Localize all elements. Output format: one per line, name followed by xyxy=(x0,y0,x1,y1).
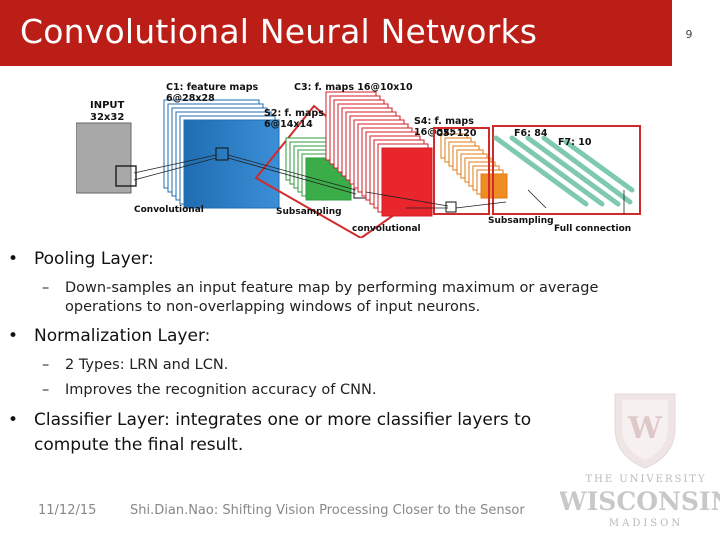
logo-line1: THE UNIVERSITY xyxy=(585,474,706,485)
connector-lines xyxy=(133,154,625,214)
sub-bullet-norm-types-text: 2 Types: LRN and LCN. xyxy=(65,357,229,373)
input-size: 32x32 xyxy=(90,112,124,123)
fc-layers xyxy=(493,135,635,207)
input-label: INPUT xyxy=(90,100,125,111)
f7-label: F7: 10 xyxy=(558,137,592,148)
c3-feature-maps xyxy=(325,91,433,217)
bullet-normalization-title: Normalization Layer: xyxy=(34,326,211,346)
footer-text: Shi.Dian.Nao: Shifting Vision Processing… xyxy=(130,503,525,518)
crest-icon: W xyxy=(614,393,676,469)
sub-bullet-pooling-line1: Down-samples an input feature map by per… xyxy=(65,280,599,296)
footer-date: 11/12/15 xyxy=(38,503,97,518)
s2-label: S2: f. maps xyxy=(264,108,324,119)
svg-text:W: W xyxy=(627,411,663,446)
sub-bullet-pooling-line2: operations to non-overlapping windows of… xyxy=(65,299,481,315)
bullet-pooling-title: Pooling Layer: xyxy=(34,249,154,269)
op-convolutional-1: Convolutional xyxy=(134,205,204,215)
slide-number: 9 xyxy=(685,28,693,41)
bullet-classifier-line1: Classifier Layer: integrates one or more… xyxy=(34,410,532,430)
op-subsampling-2: Subsampling xyxy=(488,216,554,226)
bullet-dot: • xyxy=(8,249,19,269)
s4-feature-maps xyxy=(440,133,508,199)
op-subsampling-1: Subsampling xyxy=(276,207,342,217)
c1-size: 6@28x28 xyxy=(166,93,215,104)
op-full-connection: Full connection xyxy=(554,224,631,234)
uw-madison-logo: W THE UNIVERSITY WISCONSIN MADISON xyxy=(560,393,720,529)
cnn-architecture-diagram: INPUT 32x32 C1: feature maps 6@28x28 S2:… xyxy=(76,82,641,238)
s2-size: 6@14x14 xyxy=(264,119,313,130)
c3-label: C3: f. maps 16@10x10 xyxy=(294,82,413,93)
s4-size: 16@5x5 xyxy=(414,127,456,138)
op-convolutional-2: convolutional xyxy=(352,224,421,234)
highlight-box-full-connection xyxy=(492,125,641,215)
c1-label: C1: feature maps xyxy=(166,82,259,93)
c5-label: C5: 120 xyxy=(436,128,477,139)
s4-label: S4: f. maps xyxy=(414,116,474,127)
f6-label: F6: 84 xyxy=(514,128,548,139)
input-image xyxy=(76,122,132,194)
sub-bullet-norm-accuracy-text: Improves the recognition accuracy of CNN… xyxy=(65,382,377,398)
highlight-box-subsampling xyxy=(433,127,490,215)
logo-line2: WISCONSIN xyxy=(560,487,720,516)
logo-line3: MADISON xyxy=(609,518,683,529)
input-receptive-field xyxy=(115,165,137,187)
slide-title: Convolutional Neural Networks xyxy=(20,12,538,51)
title-bar: Convolutional Neural Networks xyxy=(0,0,672,66)
bullet-classifier-line2: compute the final result. xyxy=(34,435,244,455)
c1-feature-maps xyxy=(163,99,280,209)
